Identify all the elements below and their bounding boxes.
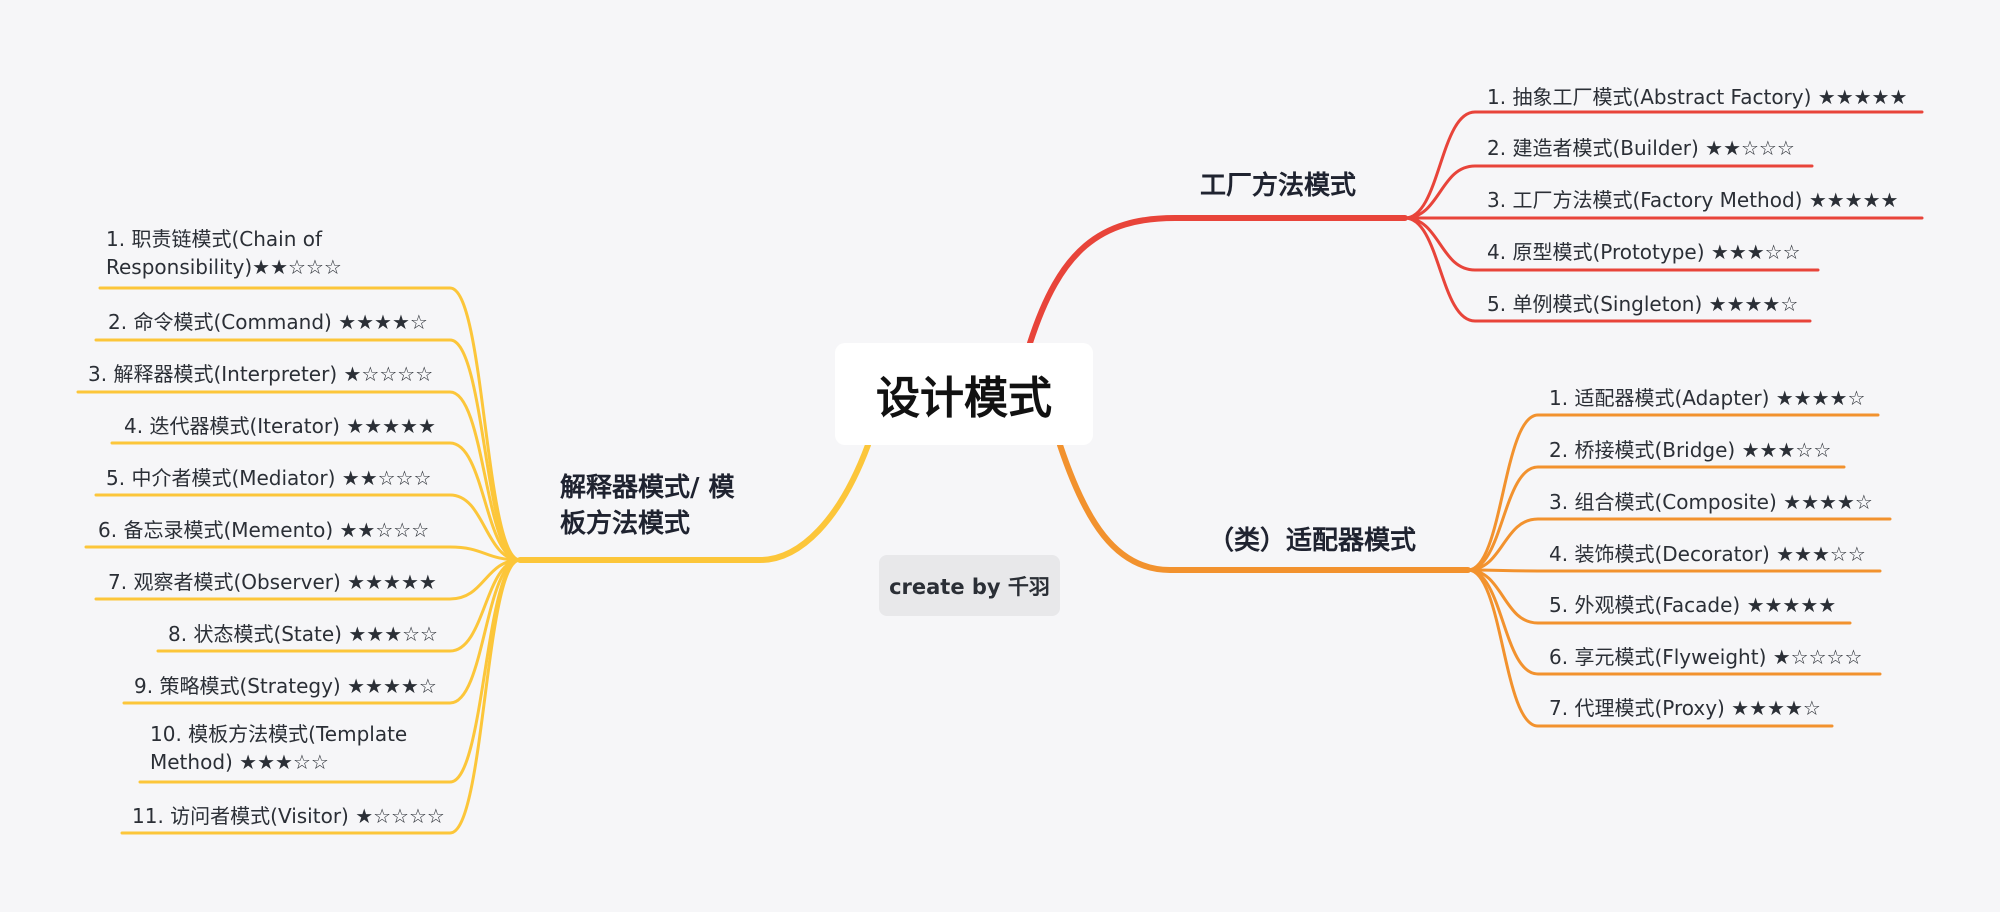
- adapter-item[interactable]: 6. 享元模式(Flyweight) ★☆☆☆☆: [1549, 645, 1863, 669]
- behavior-item[interactable]: 6. 备忘录模式(Memento) ★★☆☆☆: [98, 518, 430, 542]
- behavior-connector: [120, 558, 522, 835]
- main-branch-behavior: [517, 442, 871, 563]
- adapter-item[interactable]: 1. 适配器模式(Adapter) ★★★★☆: [1549, 386, 1866, 410]
- adapter-item[interactable]: 5. 外观模式(Facade) ★★★★★: [1549, 593, 1837, 617]
- factory-connector: [1403, 164, 1814, 220]
- behavior-item[interactable]: 5. 中介者模式(Mediator) ★★☆☆☆: [106, 466, 432, 490]
- credit-label[interactable]: create by 千羽: [879, 555, 1060, 616]
- behavior-item[interactable]: 1. 职责链模式(Chain of Responsibility)★★☆☆☆: [106, 227, 342, 279]
- factory-item[interactable]: 3. 工厂方法模式(Factory Method) ★★★★★: [1487, 188, 1899, 212]
- adapter-item[interactable]: 7. 代理模式(Proxy) ★★★★☆: [1549, 696, 1821, 720]
- behavior-item[interactable]: 2. 命令模式(Command) ★★★★☆: [108, 310, 428, 334]
- adapter-item[interactable]: 4. 装饰模式(Decorator) ★★★☆☆: [1549, 542, 1866, 566]
- main-branch-adapter: [1057, 442, 1471, 573]
- adapter-item[interactable]: 2. 桥接模式(Bridge) ★★★☆☆: [1549, 438, 1832, 462]
- adapter-connector: [1466, 517, 1892, 572]
- behavior-connector: [94, 338, 522, 562]
- behavior-item[interactable]: 4. 迭代器模式(Iterator) ★★★★★: [124, 414, 436, 438]
- main-branch-factory: [1027, 215, 1408, 346]
- branch-title-behavior[interactable]: 解释器模式/ 模板方法模式: [560, 473, 735, 539]
- behavior-item[interactable]: 3. 解释器模式(Interpreter) ★☆☆☆☆: [88, 362, 434, 386]
- factory-item[interactable]: 4. 原型模式(Prototype) ★★★☆☆: [1487, 240, 1801, 264]
- factory-connector: [1403, 216, 1812, 323]
- behavior-item[interactable]: 11. 访问者模式(Visitor) ★☆☆☆☆: [132, 804, 445, 828]
- behavior-item[interactable]: 10. 模板方法模式(Template Method) ★★★☆☆: [150, 722, 408, 774]
- adapter-connector: [1466, 413, 1880, 572]
- behavior-connector: [94, 493, 522, 562]
- behavior-item[interactable]: 9. 策略模式(Strategy) ★★★★☆: [134, 674, 437, 698]
- behavior-item[interactable]: 8. 状态模式(State) ★★★☆☆: [168, 622, 438, 646]
- behavior-connector: [94, 558, 522, 601]
- adapter-connector: [1466, 465, 1846, 572]
- factory-connector: [1403, 110, 1924, 220]
- factory-item[interactable]: 2. 建造者模式(Builder) ★★☆☆☆: [1487, 136, 1795, 160]
- factory-item[interactable]: 5. 单例模式(Singleton) ★★★★☆: [1487, 292, 1799, 316]
- branch-title-adapter[interactable]: （类）适配器模式: [1208, 526, 1417, 556]
- branch-title-factory[interactable]: 工厂方法模式: [1200, 171, 1357, 201]
- adapter-connector: [1466, 568, 1834, 728]
- factory-connector: [1403, 216, 1820, 272]
- behavior-connector: [122, 558, 522, 705]
- behavior-connector: [76, 390, 522, 562]
- adapter-connector: [1466, 568, 1882, 573]
- behavior-item[interactable]: 7. 观察者模式(Observer) ★★★★★: [108, 570, 437, 594]
- adapter-connector: [1466, 568, 1852, 625]
- factory-item[interactable]: 1. 抽象工厂模式(Abstract Factory) ★★★★★: [1487, 85, 1908, 109]
- behavior-connector: [84, 545, 522, 562]
- behavior-connector: [110, 441, 522, 562]
- adapter-item[interactable]: 3. 组合模式(Composite) ★★★★☆: [1549, 490, 1873, 514]
- central-topic[interactable]: 设计模式: [835, 343, 1093, 445]
